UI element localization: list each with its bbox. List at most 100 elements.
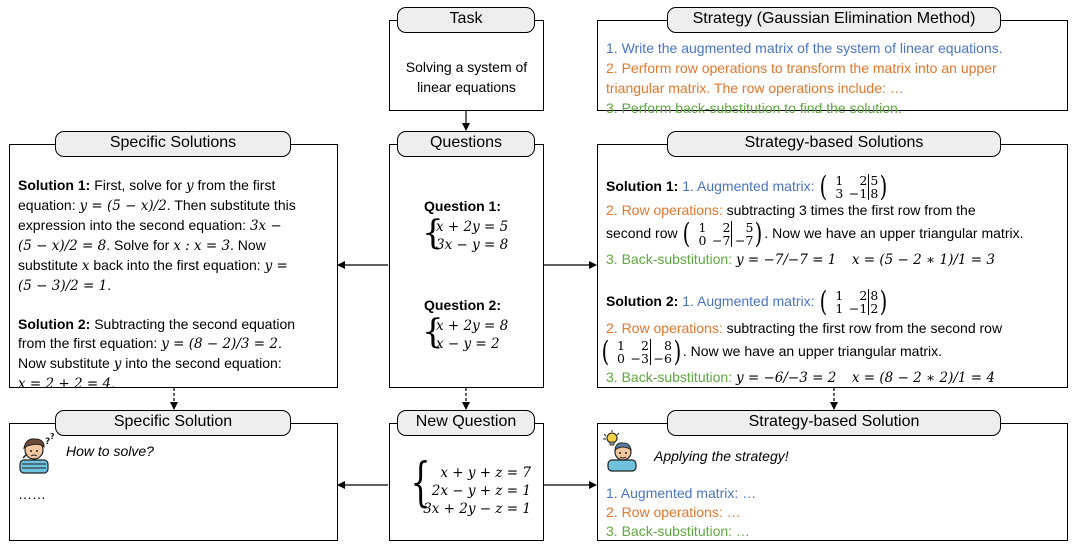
strategy-step1: 1. Write the augmented matrix of the sys…: [606, 40, 1003, 56]
matrix-cell: 5: [870, 173, 879, 189]
strategy-s2-row-label: 2. Row operations:: [606, 320, 723, 336]
matrix-cell: 5: [745, 220, 754, 236]
task-box: Solving a system of linear equations: [389, 20, 544, 111]
strategy-step2-line1: 2. Perform row operations to transform t…: [606, 60, 997, 76]
strategy-s2-back-math: y = −6/−3 = 2: [735, 370, 837, 386]
matrix-cell: 3: [835, 186, 844, 202]
specific-s1-text: .: [107, 277, 112, 293]
specific-s2-text: Now substitute: [18, 355, 114, 371]
strategy-s1-row-text: subtracting 3 times the first row from t…: [722, 202, 976, 218]
strategy-s2-aug-label: 1. Augmented matrix:: [682, 293, 815, 309]
strategy-solution-title: Strategy-based Solution: [667, 410, 1001, 436]
strategy-solutions-title: Strategy-based Solutions: [667, 131, 1001, 157]
specific-s1-math: y: [186, 178, 194, 194]
questions-title: Questions: [397, 131, 535, 157]
matrix-cell: 2: [859, 288, 868, 304]
matrix-cell: −6: [653, 351, 672, 367]
lightbulb-person-icon: [600, 430, 640, 472]
specific-solution-box: ? ? How to solve? ……: [9, 423, 338, 541]
strategy-s1-back-label: 3. Back-substitution:: [606, 251, 733, 267]
strategy-solution-step2: 2. Row operations: …: [606, 504, 741, 520]
specific-s2-math: x = 2 + 2 = 4: [18, 376, 112, 392]
specific-s2-text: .: [277, 335, 282, 351]
strategy-step2-line2: triangular matrix. The row operations in…: [606, 80, 904, 96]
strategy-s2-row-text: subtracting the first row from the secon…: [722, 320, 1003, 336]
specific-s2-text: into the second equation:: [121, 355, 282, 371]
specific-s1-text: substitute: [18, 257, 82, 273]
new-question-eq1: x + y + z = 7: [440, 465, 531, 481]
specific-solution-title: Specific Solution: [55, 410, 291, 436]
question2-label: Question 2:: [424, 297, 502, 313]
question1-eq1: x + 2y = 5: [436, 219, 509, 235]
new-question-eq3: 3x + 2y − z = 1: [423, 501, 531, 517]
task-text-line1: Solving a system of: [405, 59, 528, 75]
matrix-cell: −1: [848, 301, 868, 317]
strategy-s1-row-text: second row: [606, 225, 678, 241]
specific-s2-math: y = (8 − 2)/3 = 2: [161, 336, 278, 352]
question1-label: Question 1:: [424, 198, 502, 214]
matrix-cell: 1: [835, 288, 844, 304]
specific-s2-math: y: [113, 356, 122, 372]
specific-solution-prompt: How to solve?: [66, 443, 154, 459]
new-question-title: New Question: [397, 410, 535, 436]
specific-solutions-box: Solution 1: First, solve for y from the …: [9, 144, 338, 392]
specific-s1-text: First, solve for: [90, 177, 187, 193]
matrix-cell: 1: [616, 338, 625, 354]
specific-s1-text: expression into the second equation:: [18, 217, 250, 233]
strategy-s1-aug-label: 1. Augmented matrix:: [682, 178, 815, 194]
matrix-cell: 8: [870, 288, 879, 304]
matrix-cell: 8: [663, 338, 672, 354]
matrix-cell: −7: [734, 233, 754, 249]
specific-s1-label: Solution 1:: [18, 177, 91, 193]
new-question-brace: {: [410, 453, 431, 513]
matrix-cell: −1: [848, 186, 868, 202]
strategy-box: 1. Write the augmented matrix of the sys…: [597, 20, 1068, 116]
strategy-s1-label: Solution 1:: [606, 178, 679, 194]
matrix-cell: 0: [616, 351, 625, 367]
strategy-s2-back-math: x = (8 − 2 ∗ 2)/1 = 4: [851, 370, 995, 386]
confused-person-icon: ? ?: [14, 432, 56, 474]
strategy-title: Strategy (Gaussian Elimination Method): [667, 7, 1001, 33]
specific-s1-text: . Then substitute this: [166, 197, 296, 213]
matrix-cell: −7: [711, 233, 731, 249]
new-question-eq2: 2x − y + z = 1: [431, 483, 531, 499]
strategy-s1-back-math: y = −7/−7 = 1: [735, 252, 837, 268]
new-question-box: { x + y + z = 7 2x − y + z = 1 3x + 2y −…: [389, 423, 544, 541]
specific-s1-text: from the first: [193, 177, 276, 193]
specific-s1-text: . Now: [230, 237, 266, 253]
matrix-cell: 2: [722, 220, 731, 236]
specific-solutions-title: Specific Solutions: [55, 131, 291, 157]
specific-s1-text: . Solve for: [106, 237, 174, 253]
specific-s2-label: Solution 2:: [18, 316, 91, 332]
specific-s1-math: x : x = 3: [173, 238, 231, 254]
specific-solution-ellipsis: ……: [18, 486, 46, 502]
strategy-s1-row-label: 2. Row operations:: [606, 202, 723, 218]
question1-brace: {: [422, 213, 444, 253]
strategy-s2-row-text: . Now we have an upper triangular matrix…: [682, 343, 942, 359]
matrix-cell: 2: [640, 338, 649, 354]
questions-box: Question 1: { x + 2y = 5 3x − y = 8 Ques…: [389, 144, 544, 388]
question2-eq2: x − y = 2: [436, 336, 500, 352]
specific-s1-math: (5 − x)/2 = 8: [18, 238, 107, 254]
strategy-solution-prompt: Applying the strategy!: [654, 448, 789, 464]
specific-s1-math: x: [81, 258, 90, 274]
question2-eq1: x + 2y = 8: [436, 318, 509, 334]
svg-text:?: ?: [50, 432, 55, 441]
strategy-step3: 3. Perform back-substitution to find the…: [606, 100, 902, 116]
strategy-s1-back-math: x = (5 − 2 ∗ 1)/1 = 3: [851, 252, 995, 268]
strategy-solution-step3: 3. Back-substitution: …: [606, 523, 750, 539]
strategy-s1-row-text: . Now we have an upper triangular matrix…: [764, 225, 1024, 241]
matrix-cell: 8: [870, 186, 879, 202]
strategy-solution-box: Applying the strategy! 1. Augmented matr…: [597, 423, 1068, 541]
svg-text:?: ?: [45, 437, 50, 447]
matrix-cell: 2: [870, 301, 879, 317]
question2-brace: {: [422, 312, 444, 352]
task-text-line2: linear equations: [417, 79, 516, 95]
matrix-cell: 1: [698, 220, 707, 236]
specific-s1-text: back into the first equation:: [89, 257, 265, 273]
specific-s2-text: Subtracting the second equation: [90, 316, 296, 332]
strategy-solution-step1: 1. Augmented matrix: …: [606, 485, 757, 501]
task-title: Task: [397, 7, 535, 33]
specific-s1-math: y = (5 − x)/2: [79, 198, 167, 214]
